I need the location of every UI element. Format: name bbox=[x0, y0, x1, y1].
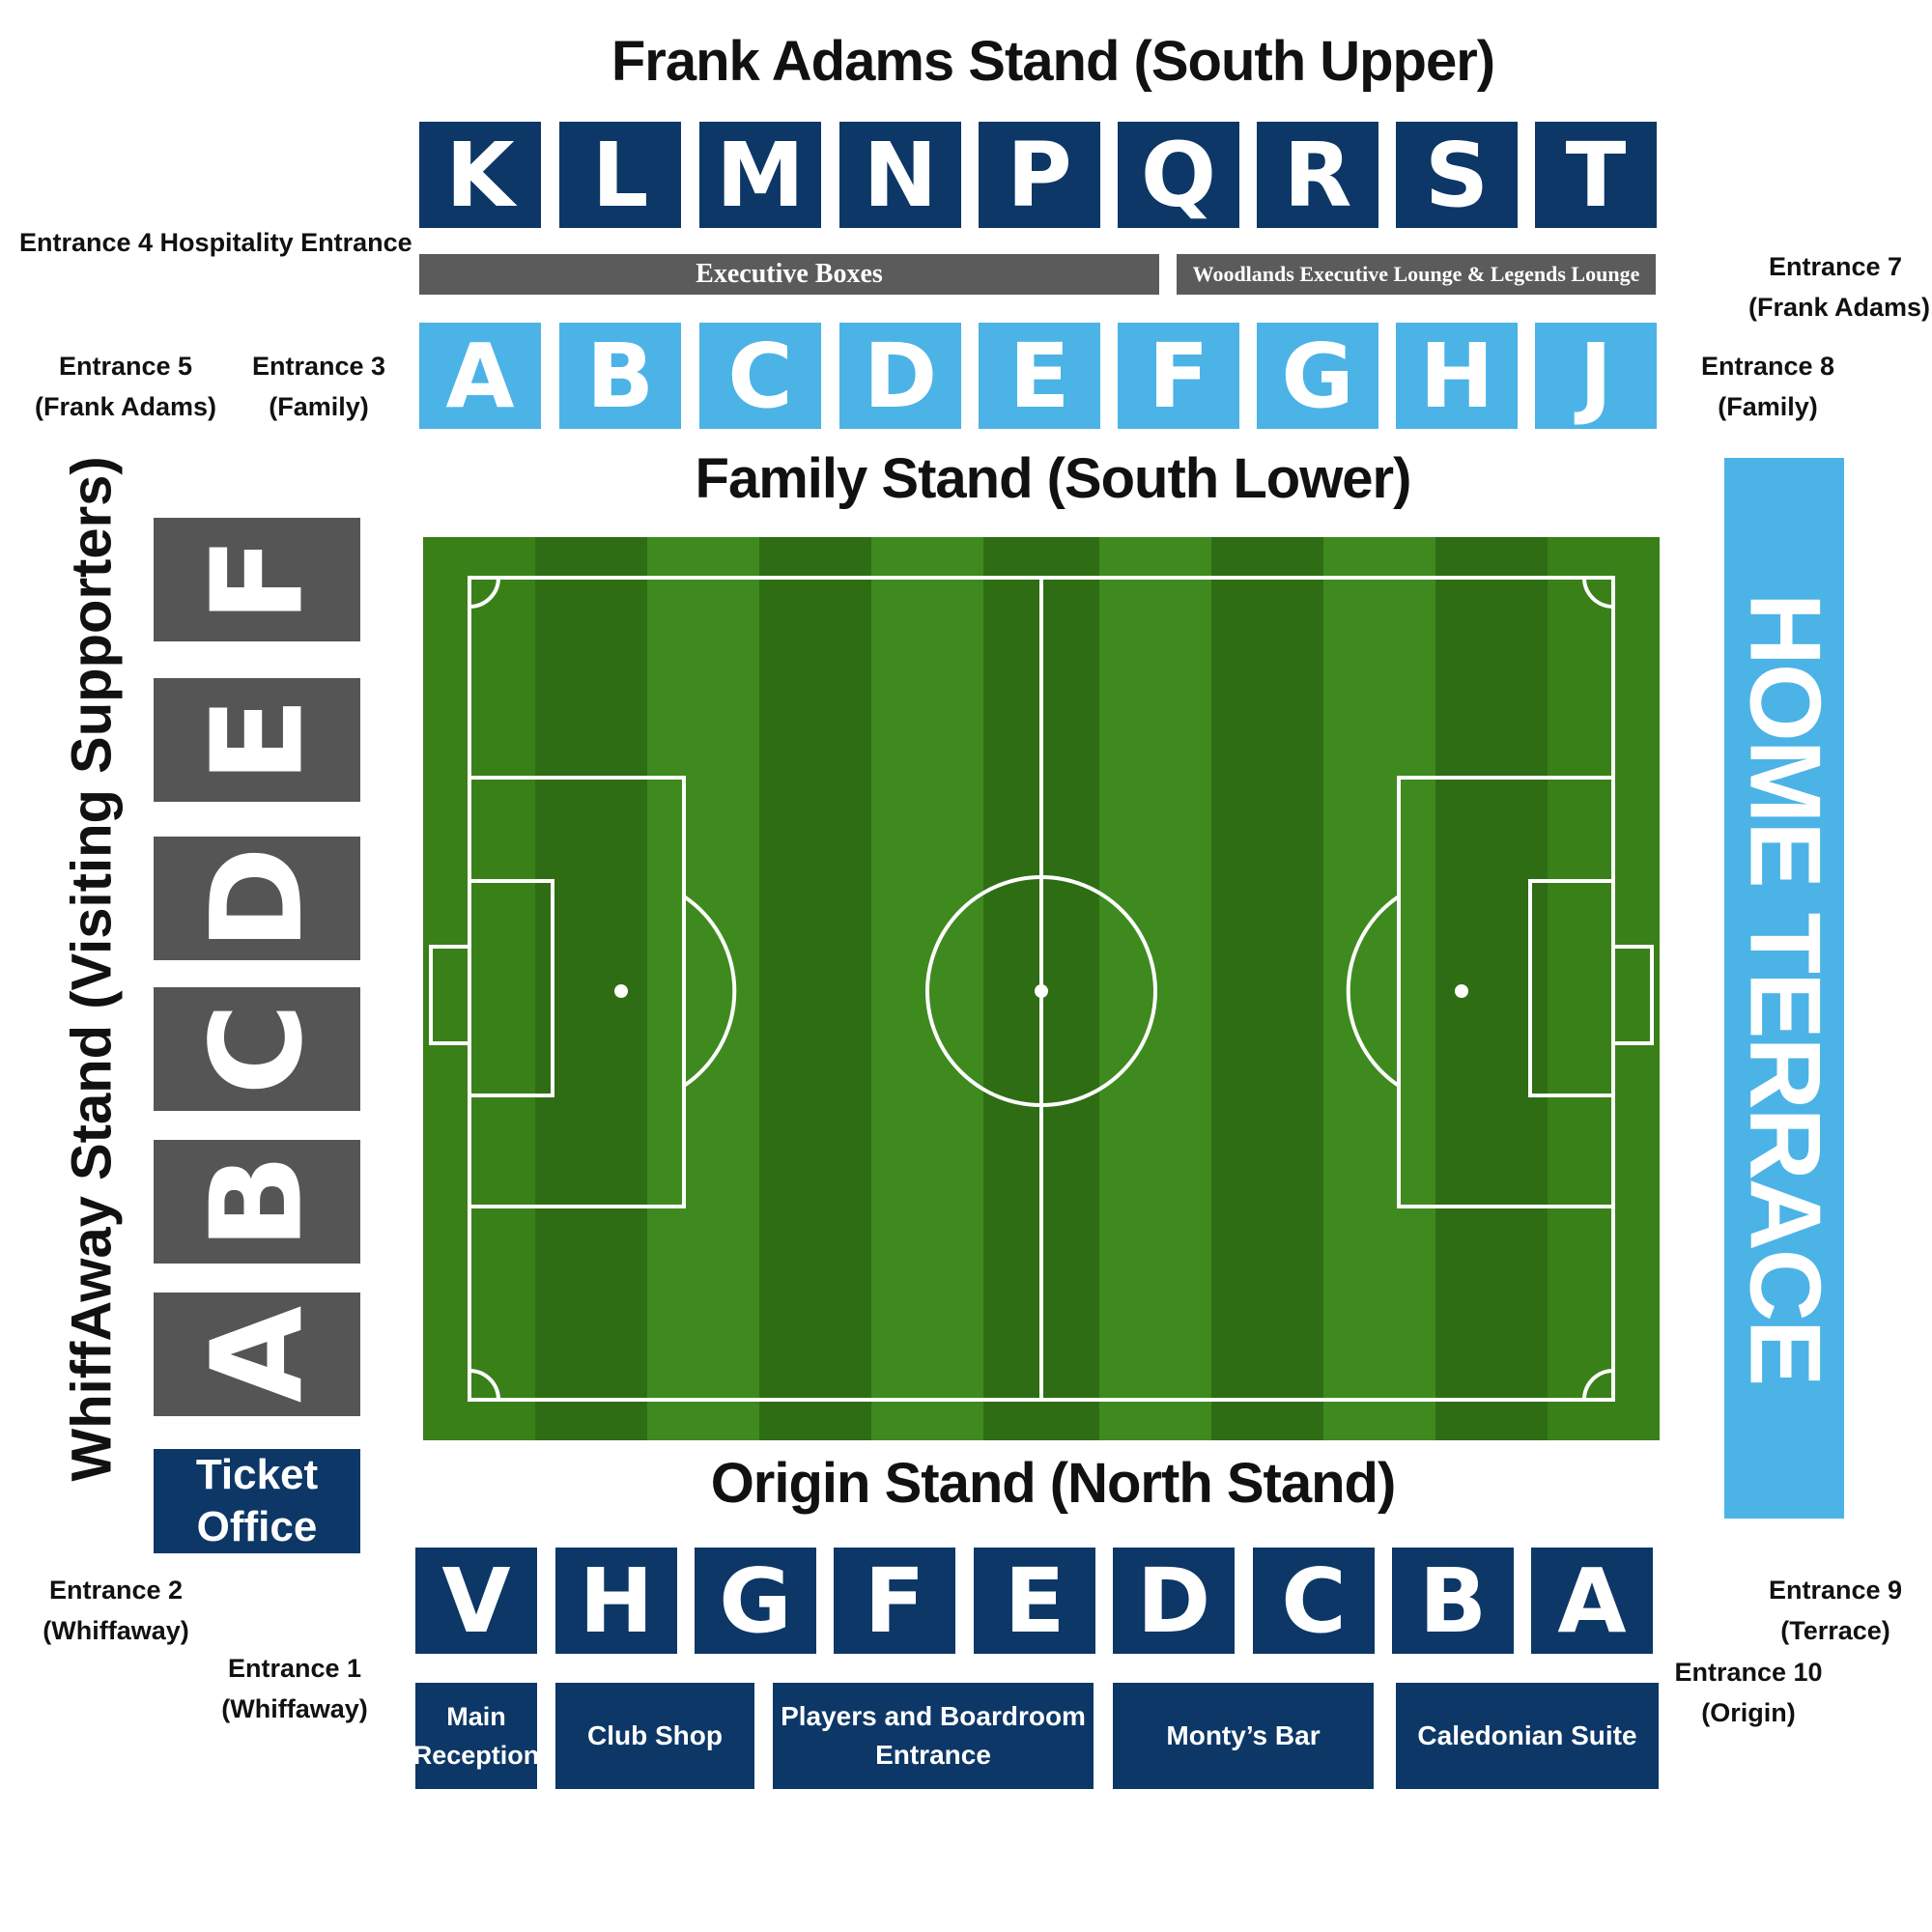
entrance-10-label: Entrance 10 (Origin) bbox=[1662, 1652, 1835, 1733]
entrance-2-line1: Entrance 2 bbox=[48, 1576, 184, 1605]
south-lower-title: Family Stand (South Lower) bbox=[695, 447, 1412, 510]
entrance-5-line2: (Frank Adams) bbox=[34, 392, 217, 421]
block-c-family[interactable]: C bbox=[699, 323, 821, 429]
block-f-west[interactable]: F bbox=[154, 518, 360, 641]
block-c-north[interactable]: C bbox=[1253, 1548, 1375, 1654]
block-t[interactable]: T bbox=[1535, 122, 1657, 228]
block-e-west[interactable]: E bbox=[154, 678, 360, 802]
block-f-north[interactable]: F bbox=[834, 1548, 955, 1654]
entrance-8-label: Entrance 8 (Family) bbox=[1681, 346, 1855, 427]
caledonian-suite[interactable]: Caledonian Suite bbox=[1396, 1683, 1659, 1789]
entrance-7-line1: Entrance 7 bbox=[1768, 252, 1903, 281]
entrance-3-line1: Entrance 3 bbox=[251, 352, 386, 381]
block-l[interactable]: L bbox=[559, 122, 681, 228]
ticket-office[interactable]: Ticket Office bbox=[154, 1449, 360, 1553]
block-v-north[interactable]: V bbox=[415, 1548, 537, 1654]
montys-bar[interactable]: Monty’s Bar bbox=[1113, 1683, 1374, 1789]
block-a-family[interactable]: A bbox=[419, 323, 541, 429]
entrance-8-line1: Entrance 8 bbox=[1700, 352, 1835, 381]
entrance-7-label: Entrance 7 (Frank Adams) bbox=[1748, 246, 1931, 327]
football-pitch bbox=[423, 537, 1660, 1440]
lounges-bar[interactable]: Woodlands Executive Lounge & Legends Lou… bbox=[1177, 254, 1656, 295]
block-d-north[interactable]: D bbox=[1113, 1548, 1235, 1654]
entrance-9-line2: (Terrace) bbox=[1780, 1616, 1890, 1645]
block-e-west-label: E bbox=[184, 696, 330, 783]
block-g-family[interactable]: G bbox=[1257, 323, 1378, 429]
block-a-west-label: A bbox=[184, 1305, 330, 1404]
block-b-west-label: B bbox=[184, 1153, 330, 1250]
block-n[interactable]: N bbox=[839, 122, 961, 228]
block-b-family[interactable]: B bbox=[559, 323, 681, 429]
block-c-west[interactable]: C bbox=[154, 987, 360, 1111]
main-reception[interactable]: Main Reception bbox=[412, 1683, 540, 1789]
entrance-10-line1: Entrance 10 bbox=[1674, 1658, 1823, 1687]
entrance-2-line2: (Whiffaway) bbox=[43, 1616, 189, 1645]
block-d-family[interactable]: D bbox=[839, 323, 961, 429]
block-s[interactable]: S bbox=[1396, 122, 1518, 228]
block-p[interactable]: P bbox=[979, 122, 1100, 228]
entrance-5-label: Entrance 5 (Frank Adams) bbox=[29, 346, 222, 427]
entrance-3-line2: (Family) bbox=[269, 392, 369, 421]
block-k[interactable]: K bbox=[419, 122, 541, 228]
players-boardroom-line1: Players and Boardroom bbox=[781, 1701, 1086, 1731]
block-j-family[interactable]: J bbox=[1535, 323, 1657, 429]
entrance-7-line2: (Frank Adams) bbox=[1748, 293, 1931, 322]
main-reception-line1: Main bbox=[446, 1702, 506, 1731]
entrance-2-label: Entrance 2 (Whiffaway) bbox=[19, 1570, 213, 1651]
block-h-north[interactable]: H bbox=[555, 1548, 677, 1654]
entrance-8-line2: (Family) bbox=[1718, 392, 1818, 421]
block-a-north[interactable]: A bbox=[1531, 1548, 1653, 1654]
block-h-family[interactable]: H bbox=[1396, 323, 1518, 429]
entrance-10-line2: (Origin) bbox=[1701, 1698, 1796, 1727]
block-r[interactable]: R bbox=[1257, 122, 1378, 228]
block-f-west-label: F bbox=[184, 536, 330, 623]
pitch-spots bbox=[614, 984, 1468, 998]
west-stand-title: WhiffAway Stand (Visiting Supporters) bbox=[60, 456, 124, 1482]
home-terrace[interactable]: HOME TERRACE bbox=[1724, 458, 1844, 1519]
block-f-family[interactable]: F bbox=[1118, 323, 1239, 429]
block-a-west[interactable]: A bbox=[154, 1293, 360, 1416]
entrance-1-line2: (Whiffaway) bbox=[221, 1694, 368, 1723]
entrance-5-line1: Entrance 5 bbox=[58, 352, 193, 381]
entrance-4-label: Entrance 4 Hospitality Entrance bbox=[19, 228, 412, 257]
south-upper-title: Frank Adams Stand (South Upper) bbox=[611, 30, 1495, 93]
block-e-family[interactable]: E bbox=[979, 323, 1100, 429]
ticket-office-line2: Office bbox=[196, 1503, 318, 1550]
block-e-north[interactable]: E bbox=[974, 1548, 1095, 1654]
entrance-1-line1: Entrance 1 bbox=[227, 1654, 362, 1683]
block-g-north[interactable]: G bbox=[695, 1548, 816, 1654]
players-boardroom-line2: Entrance bbox=[875, 1740, 991, 1770]
home-terrace-label: HOME TERRACE bbox=[1728, 592, 1841, 1384]
block-b-west[interactable]: B bbox=[154, 1140, 360, 1264]
north-stand-title: Origin Stand (North Stand) bbox=[710, 1452, 1397, 1515]
entrance-1-label: Entrance 1 (Whiffaway) bbox=[208, 1648, 382, 1729]
block-d-west-label: D bbox=[183, 846, 330, 951]
club-shop[interactable]: Club Shop bbox=[555, 1683, 754, 1789]
entrance-9-label: Entrance 9 (Terrace) bbox=[1748, 1570, 1922, 1651]
entrance-9-line1: Entrance 9 bbox=[1768, 1576, 1903, 1605]
players-boardroom-entrance[interactable]: Players and Boardroom Entrance bbox=[773, 1683, 1094, 1789]
block-q[interactable]: Q bbox=[1118, 122, 1239, 228]
main-reception-line2: Reception bbox=[412, 1741, 540, 1770]
block-c-west-label: C bbox=[184, 1003, 330, 1095]
block-m[interactable]: M bbox=[699, 122, 821, 228]
block-d-west[interactable]: D bbox=[154, 837, 360, 960]
executive-boxes-bar[interactable]: Executive Boxes bbox=[419, 254, 1159, 295]
ticket-office-line1: Ticket bbox=[195, 1451, 319, 1498]
block-b-north[interactable]: B bbox=[1392, 1548, 1514, 1654]
entrance-3-label: Entrance 3 (Family) bbox=[242, 346, 396, 427]
